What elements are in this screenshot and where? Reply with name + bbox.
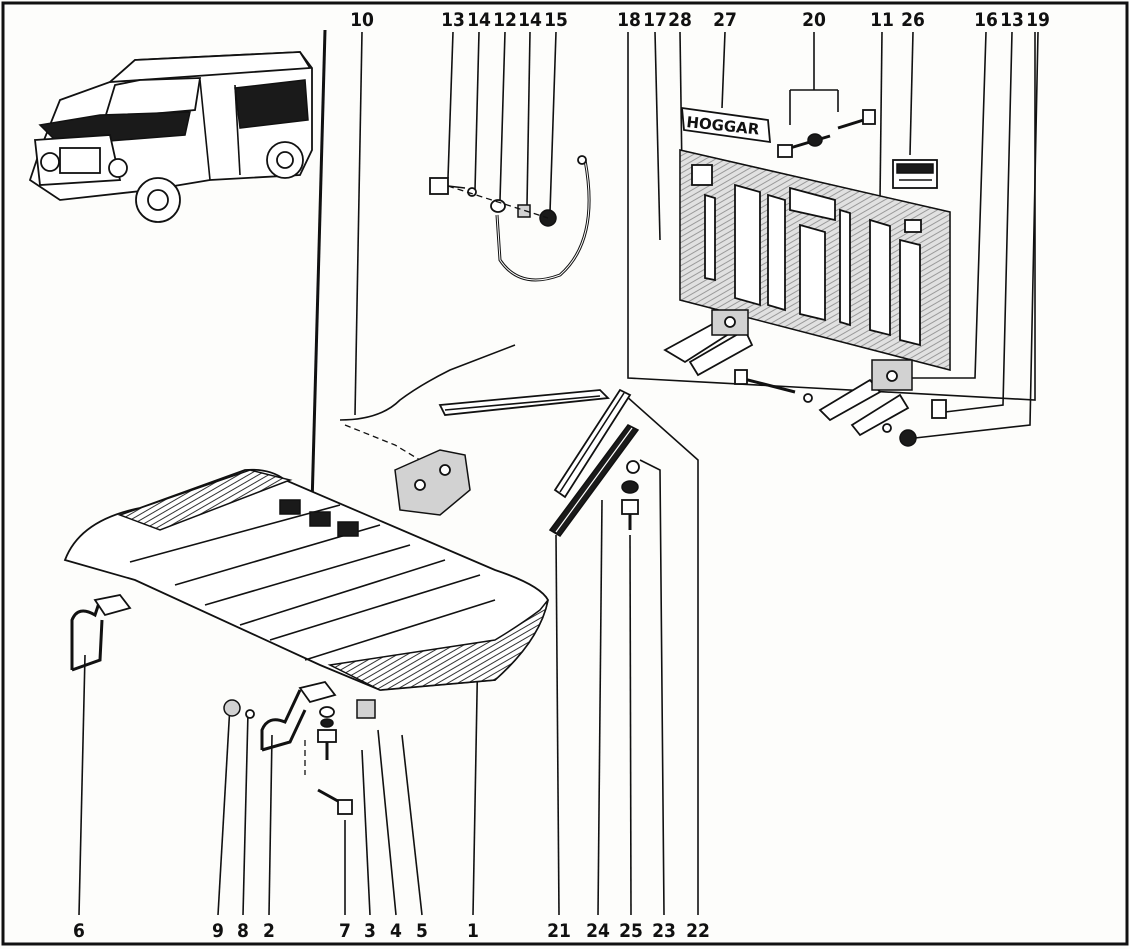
callout-13b: 13 [1000, 9, 1024, 31]
bolts-20 [777, 109, 876, 158]
callout-14b: 14 [518, 9, 542, 31]
callout-11: 11 [870, 9, 894, 31]
cable-10 [339, 344, 516, 516]
callout-1: 1 [467, 920, 479, 942]
callout-10: 10 [350, 9, 374, 31]
callout-25: 25 [619, 920, 643, 942]
callout-23: 23 [652, 920, 676, 942]
clip-6 [70, 594, 132, 672]
callout-6: 6 [73, 920, 85, 942]
callout-9: 9 [212, 920, 224, 942]
callout-17: 17 [643, 9, 667, 31]
callout-24: 24 [586, 920, 610, 942]
callout-5: 5 [416, 920, 428, 942]
clip-2 [260, 680, 337, 752]
separator-line [310, 29, 327, 506]
callout-2: 2 [263, 920, 275, 942]
callout-16: 16 [974, 9, 998, 31]
callout-22: 22 [686, 920, 710, 942]
callout-28: 28 [668, 9, 692, 31]
strut-21-24 [548, 424, 640, 537]
callout-18: 18 [617, 9, 641, 31]
leader-lines [78, 31, 1039, 916]
roof-panel [63, 468, 549, 691]
callout-20: 20 [802, 9, 826, 31]
callouts-bottom: 6 9 8 2 7 3 4 5 1 21 24 25 23 22 [73, 920, 710, 942]
callout-3: 3 [364, 920, 376, 942]
callout-8: 8 [237, 920, 249, 942]
callout-14a: 14 [467, 9, 491, 31]
hinge-left [663, 309, 754, 377]
callout-15: 15 [544, 9, 568, 31]
hinge-bolts [734, 369, 947, 447]
hoggar-plate [681, 106, 771, 144]
callout-4: 4 [390, 920, 402, 942]
vehicle-thumbnail [28, 51, 313, 223]
hinge-right [818, 359, 913, 437]
strut-22 [553, 388, 632, 499]
small-fasteners [223, 699, 376, 815]
callout-26: 26 [901, 9, 925, 31]
strut-long [438, 389, 610, 416]
callout-19: 19 [1026, 9, 1050, 31]
fasteners-23-25 [621, 460, 640, 530]
callout-13a: 13 [441, 9, 465, 31]
callout-12: 12 [493, 9, 517, 31]
callout-27: 27 [713, 9, 737, 31]
callouts-top: 10 13 14 12 14 15 18 17 28 27 20 11 26 1… [350, 9, 1050, 31]
callout-21: 21 [547, 920, 571, 942]
callout-7: 7 [339, 920, 351, 942]
cable-assembly [429, 155, 591, 282]
